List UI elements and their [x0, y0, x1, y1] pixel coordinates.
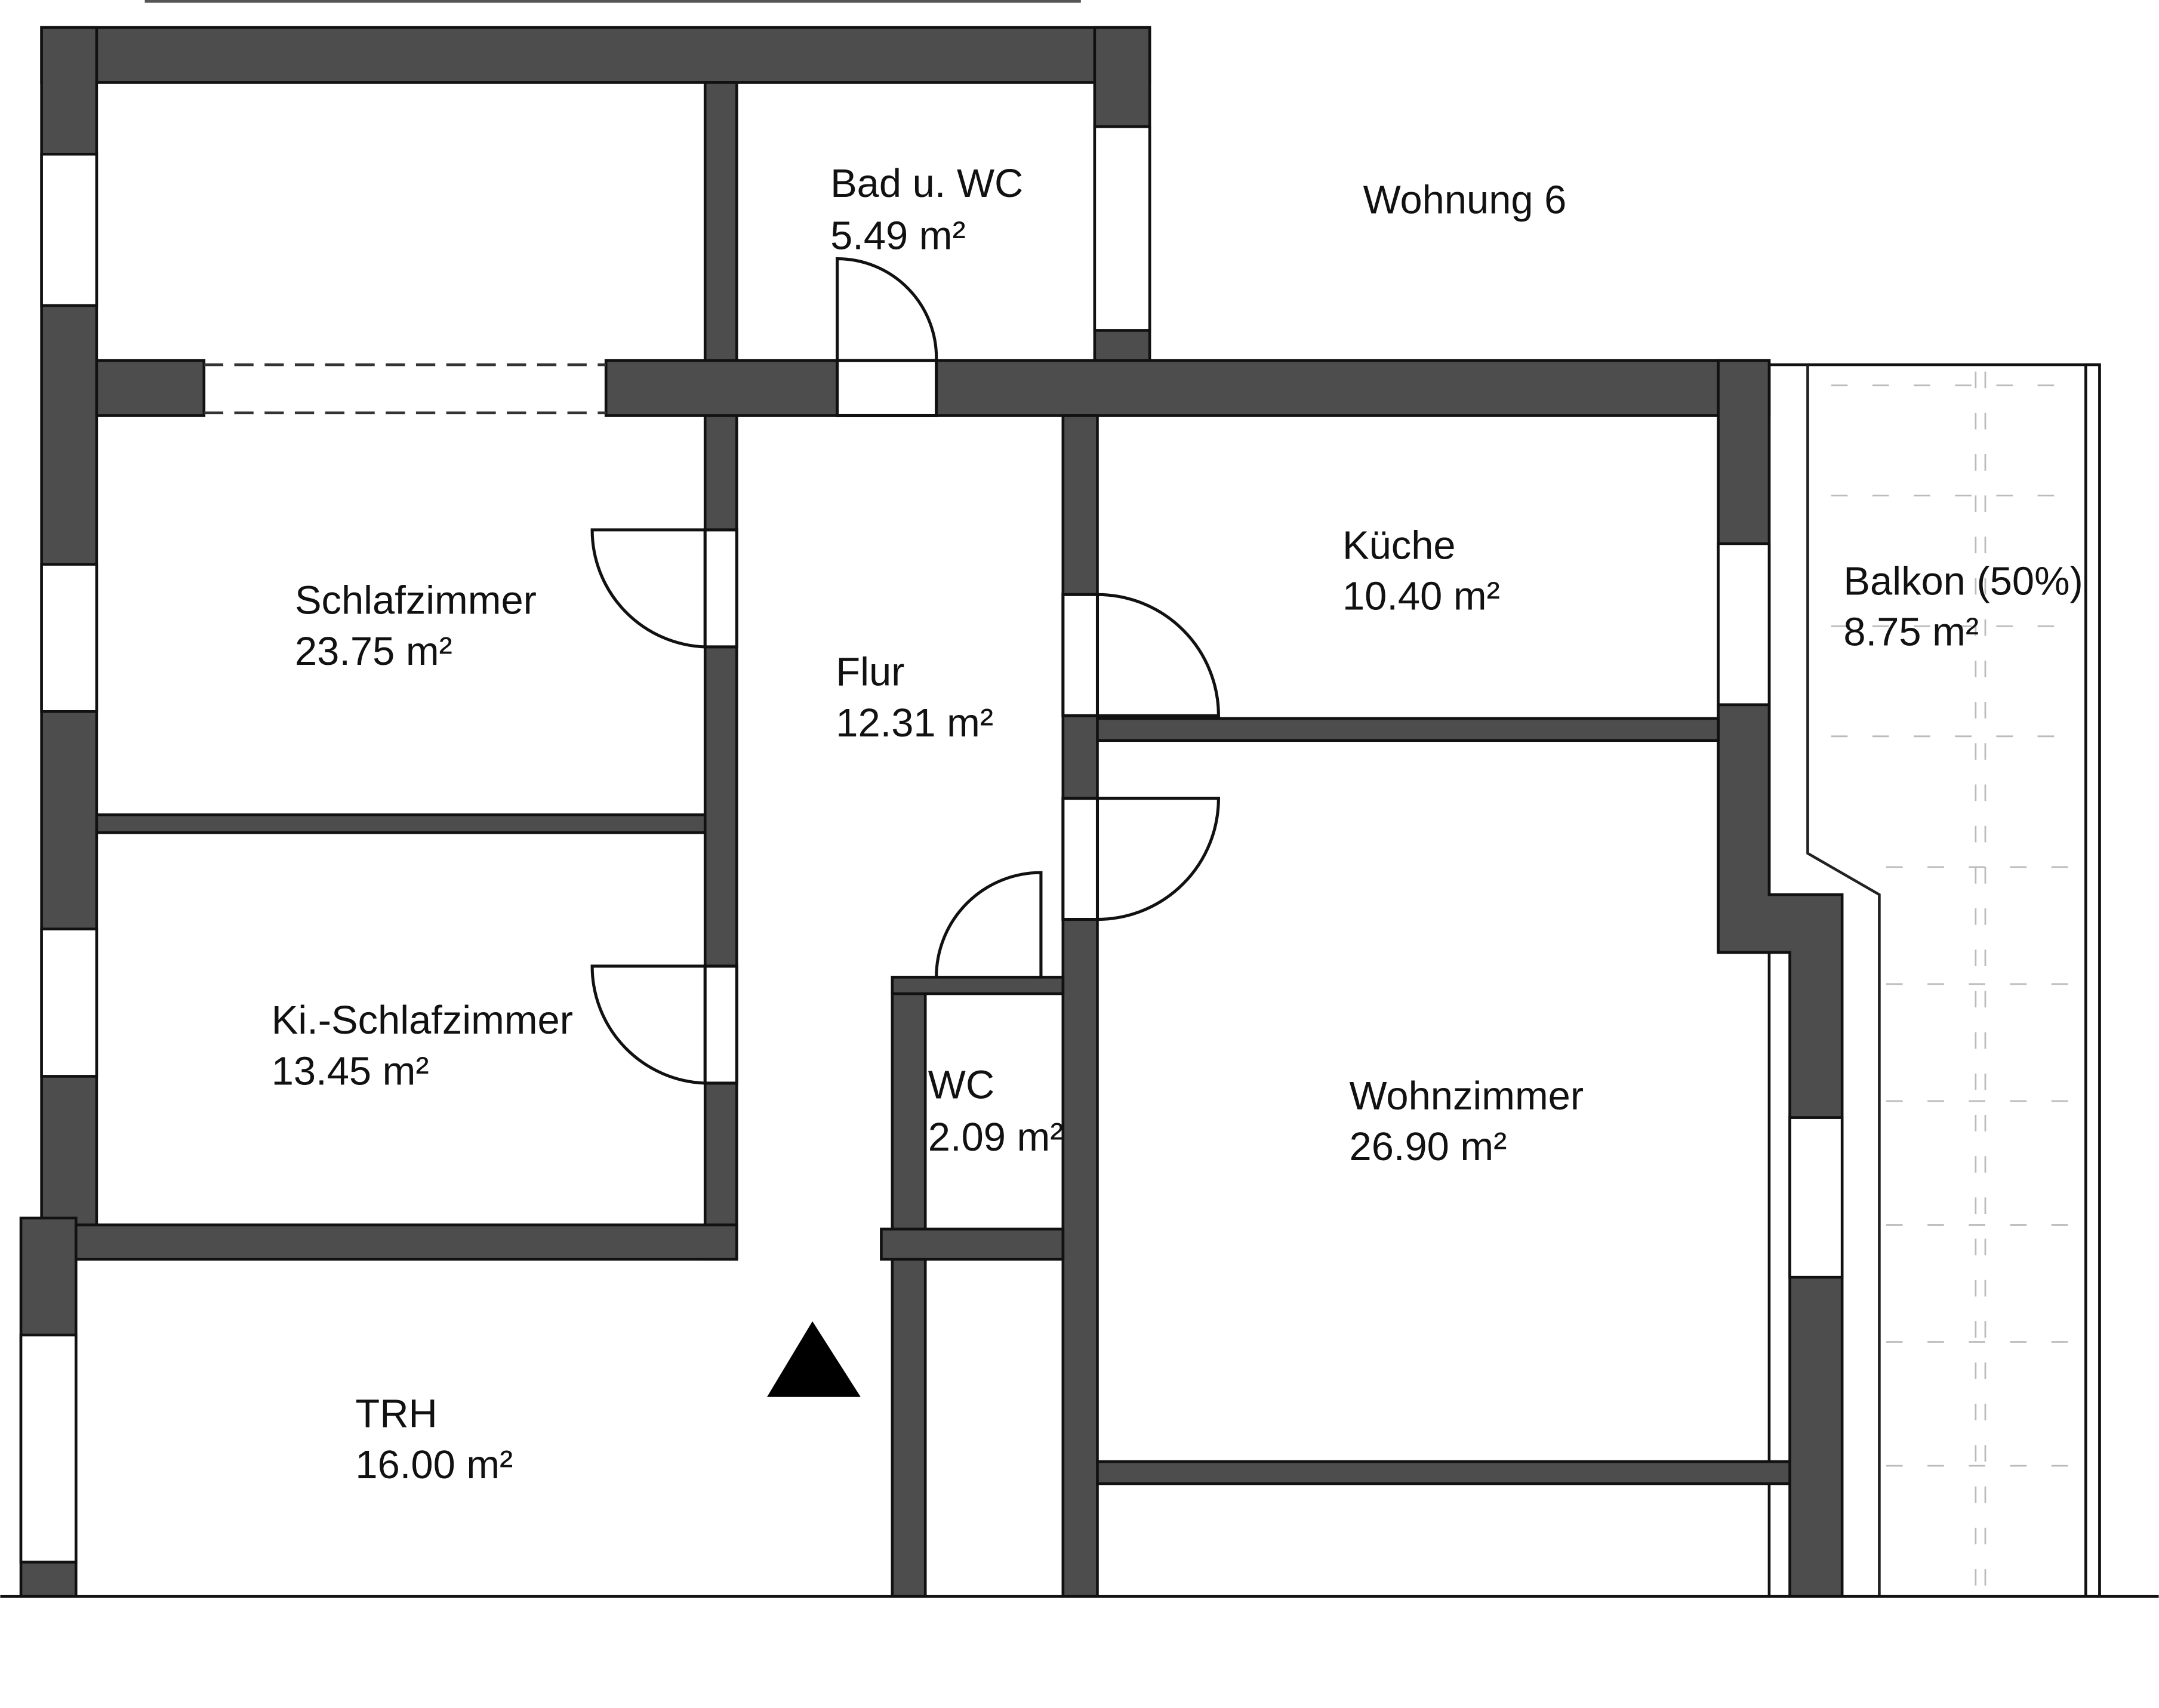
room-area-schlafzimmer: 23.75 m² [295, 629, 452, 674]
room-area-trh: 16.00 m² [355, 1442, 513, 1487]
room-area-ki-schlafzimmer: 13.45 m² [272, 1049, 429, 1093]
room-area-flur: 12.31 m² [836, 701, 993, 745]
room-area-balkon: 8.75 m² [1843, 610, 1979, 655]
windows [19, 125, 1844, 1564]
entrance-marker-icon [766, 1321, 861, 1397]
room-name-wc: WC [928, 1062, 994, 1107]
room-area-wc: 2.09 m² [928, 1115, 1064, 1160]
room-area-wohnzimmer: 26.90 m² [1350, 1124, 1507, 1169]
room-name-flur: Flur [836, 649, 904, 694]
room-name-balkon: Balkon (50%) [1843, 559, 2083, 603]
room-name-schlafzimmer: Schlafzimmer [295, 578, 537, 623]
apartment-title: Wohnung 6 [1363, 177, 1567, 222]
room-name-ki-schlafzimmer: Ki.-Schlafzimmer [272, 998, 573, 1043]
room-name-wohnzimmer: Wohnzimmer [1350, 1074, 1584, 1118]
room-name-bad: Bad u. WC [830, 161, 1023, 206]
room-area-bad: 5.49 m² [830, 213, 966, 258]
walls [19, 26, 1844, 1598]
room-area-kueche: 10.40 m² [1342, 574, 1500, 619]
room-name-trh: TRH [355, 1392, 437, 1436]
doors [590, 257, 1220, 1085]
room-name-kueche: Küche [1342, 523, 1456, 568]
